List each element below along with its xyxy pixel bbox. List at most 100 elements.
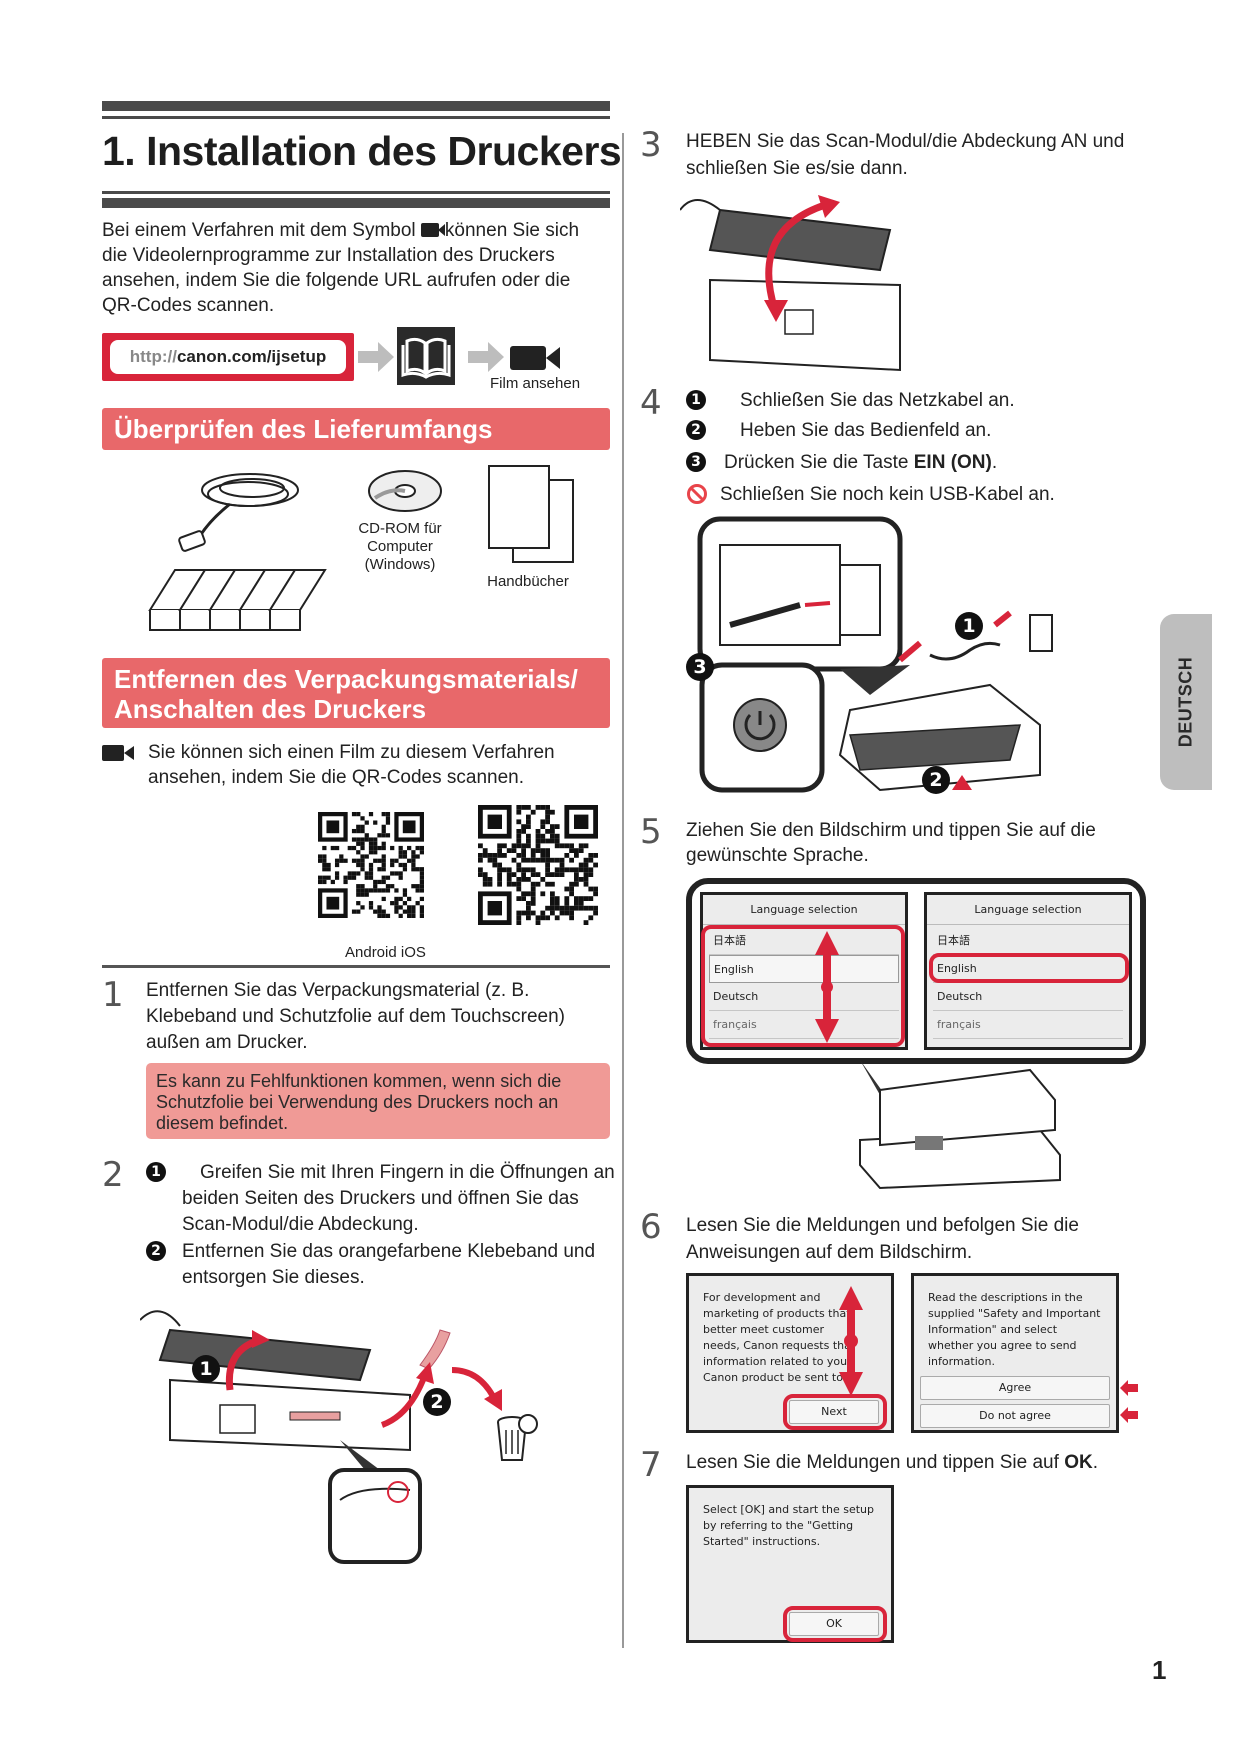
step-number: 1 <box>102 975 124 1015</box>
qr-code-android[interactable] <box>318 812 424 918</box>
language-option[interactable]: Deutsch <box>709 983 899 1011</box>
intro-paragraph: Bei einem Verfahren mit dem Symbol könne… <box>102 218 602 318</box>
agree-screen: Read the descriptions in the supplied "S… <box>911 1273 1119 1433</box>
marker-3-icon: 3 <box>686 452 706 472</box>
warning-box: Es kann zu Fehlfunktionen kommen, wenn s… <box>146 1063 610 1139</box>
screen-message: Select [OK] and start the setup by refer… <box>703 1503 875 1548</box>
cd-rom-caption: CD-ROM für Computer (Windows) <box>345 520 455 574</box>
page-title: 1. Installation des Druckers <box>102 128 622 174</box>
text-prefix: Drücken Sie die Taste <box>724 452 914 473</box>
language-tab-label: DEUTSCH <box>1175 656 1196 748</box>
caption-line: CD-ROM für <box>358 520 442 537</box>
language-option[interactable]: français <box>709 1011 899 1039</box>
marker-1-icon: 1 <box>686 390 706 410</box>
section-title-line1: Entfernen des Verpackungsmaterials/ <box>114 664 578 694</box>
manuals-image <box>488 465 574 563</box>
step3-text: HEBEN Sie das Scan-Modul/die Abdeckung A… <box>686 131 1125 179</box>
selected-language-highlight <box>929 953 1129 983</box>
intro-text-start: Bei einem Verfahren mit dem Symbol <box>102 220 421 241</box>
pointer-arrow-icon <box>1120 1380 1138 1396</box>
language-tab[interactable]: DEUTSCH <box>1160 614 1212 790</box>
language-option[interactable]: 日本語 <box>709 927 899 955</box>
caption-line: (Windows) <box>364 556 436 573</box>
next-button-highlight <box>783 1394 887 1430</box>
figure-marker-1-icon: 1 <box>192 1355 220 1383</box>
figure-marker-3-icon: 3 <box>686 653 714 681</box>
step-number: 6 <box>640 1207 662 1247</box>
video-camera-icon <box>420 222 445 238</box>
step1-text: Entfernen Sie das Verpackungsmaterial (z… <box>146 980 565 1053</box>
language-screen-tap: Language selection 日本語 English Deutsch f… <box>924 892 1132 1050</box>
figure-marker-1-icon: 1 <box>955 612 983 640</box>
power-cord-image <box>178 473 299 552</box>
step-number: 7 <box>640 1445 662 1485</box>
marker-2-icon: 2 <box>686 420 706 440</box>
step4-sub1-text: Schließen Sie das Netzkabel an. <box>740 390 1015 411</box>
printer-open-cover-image <box>140 1310 411 1452</box>
arrow-right-icon <box>358 342 394 372</box>
scroll-highlight <box>701 925 905 1047</box>
marker-1-icon: 1 <box>146 1162 166 1182</box>
film-label: Film ansehen <box>490 375 581 392</box>
video-camera-icon <box>510 346 560 370</box>
url-prefix: http:// <box>129 347 177 366</box>
language-option[interactable]: Deutsch <box>933 983 1123 1011</box>
text-suffix: . <box>1092 1452 1098 1473</box>
step-number: 5 <box>640 812 662 852</box>
setup-ok-screen: Select [OK] and start the setup by refer… <box>686 1485 894 1643</box>
screen-message: For development and marketing of product… <box>703 1291 856 1382</box>
url-box[interactable]: http://canon.com/ijsetup <box>102 333 354 381</box>
video-camera-icon <box>102 745 134 761</box>
detail-callout-image <box>328 1440 422 1564</box>
step4-sub3-text: Drücken Sie die Taste EIN (ON). <box>724 450 997 475</box>
figure-marker-2-icon: 2 <box>922 766 950 794</box>
ok-button[interactable]: OK <box>789 1612 879 1636</box>
step6-text: Lesen Sie die Meldungen und befolgen Sie… <box>686 1215 1079 1263</box>
language-option[interactable]: français <box>933 1011 1123 1039</box>
red-arrow-icon <box>451 1367 502 1411</box>
ok-label: OK <box>1064 1452 1093 1473</box>
tape-strip-image <box>419 1329 451 1370</box>
agree-button[interactable]: Agree <box>920 1376 1110 1400</box>
prohibited-icon <box>687 484 707 504</box>
next-button[interactable]: Next <box>789 1400 879 1424</box>
video-note-text: Sie können sich einen Film zu diesem Ver… <box>148 742 555 788</box>
caption-line: Computer <box>367 538 433 555</box>
ok-button-highlight <box>783 1606 887 1642</box>
screen-message: Read the descriptions in the supplied "S… <box>928 1291 1101 1368</box>
section-header-unpack: Entfernen des Verpackungsmaterials/ Ansc… <box>102 658 610 728</box>
step5-text: Ziehen Sie den Bildschirm und tippen Sie… <box>686 820 1096 866</box>
step7-text: Lesen Sie die Meldungen und tippen Sie a… <box>686 1450 1098 1475</box>
step-number: 3 <box>640 125 662 165</box>
language-option[interactable]: English <box>709 955 899 983</box>
title-rule-top-thick <box>102 101 610 111</box>
printer-lift-cover-image <box>680 195 901 372</box>
section-header-contents: Überprüfen des Lieferumfangs <box>102 408 610 450</box>
page-number: 1 <box>1152 1655 1167 1685</box>
scroll-arrow-icon <box>815 931 839 1043</box>
step2-sub1-text: Greifen Sie mit Ihren Fingern in die Öff… <box>182 1162 615 1235</box>
text-suffix: . <box>991 452 998 473</box>
url-link[interactable]: http://canon.com/ijsetup <box>110 340 346 374</box>
language-option[interactable]: 日本語 <box>933 927 1123 955</box>
qr-code-ios[interactable] <box>478 805 598 925</box>
title-rule-top-thin <box>102 116 610 119</box>
printer-touchscreen-image <box>859 1060 1061 1190</box>
prohibit-text: Schließen Sie noch kein USB-Kabel an. <box>720 484 1055 505</box>
text-prefix: Lesen Sie die Meldungen und tippen Sie a… <box>686 1452 1065 1473</box>
language-screen-scroll: Language selection 日本語 English Deutsch f… <box>700 892 908 1050</box>
title-rule-bottom-thin <box>102 191 610 194</box>
cd-rom-image <box>368 470 442 512</box>
step-number: 2 <box>102 1155 124 1195</box>
section-divider <box>102 965 610 968</box>
trash-bin-icon <box>497 1414 538 1461</box>
pointer-arrow-icon <box>1120 1407 1138 1423</box>
figure-marker-2-icon: 2 <box>423 1388 451 1416</box>
data-consent-screen: For development and marketing of product… <box>686 1273 894 1433</box>
qr-label: Android iOS <box>345 944 426 961</box>
manual-book-icon <box>397 327 455 385</box>
on-button-label: EIN (ON) <box>913 452 992 473</box>
section-title: Überprüfen des Lieferumfangs <box>114 414 493 444</box>
do-not-agree-button[interactable]: Do not agree <box>920 1404 1110 1428</box>
title-rule-bottom-thick <box>102 198 610 208</box>
